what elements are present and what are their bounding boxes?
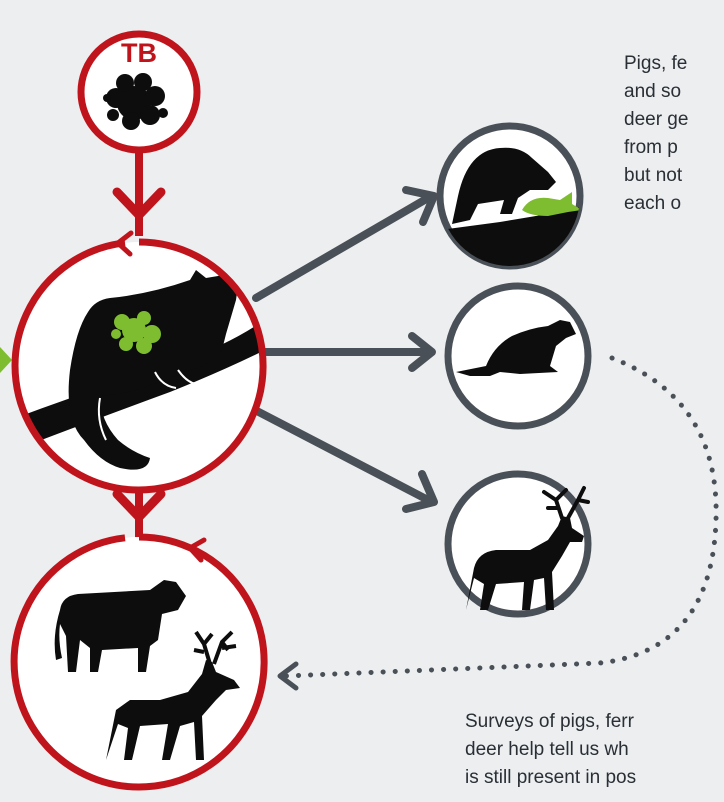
ferret-node xyxy=(448,286,588,426)
caption-line: each o xyxy=(624,190,688,218)
arrow-to-deer xyxy=(255,410,434,509)
possum-node xyxy=(10,233,275,490)
caption-line: Pigs, fe xyxy=(624,50,688,78)
livestock-node xyxy=(14,537,264,787)
caption-line: is still present in pos xyxy=(465,764,636,792)
arrow-tb-to-possum xyxy=(117,150,161,236)
incoming-arrow xyxy=(0,347,12,373)
caption-line: deer help tell us wh xyxy=(465,736,636,764)
caption-line: deer ge xyxy=(624,106,688,134)
caption-line: and so xyxy=(624,78,688,106)
arrow-to-ferret xyxy=(265,336,432,368)
caption-line: from p xyxy=(624,134,688,162)
tb-label: TB xyxy=(121,38,157,68)
arrow-to-pig xyxy=(256,190,434,298)
caption-line: but not xyxy=(624,162,688,190)
caption-surveys: Surveys of pigs, ferr deer help tell us … xyxy=(465,708,636,792)
pig-node xyxy=(440,126,584,270)
arrow-possum-to-livestock xyxy=(117,488,161,540)
caption-spillover: Pigs, fe and so deer ge from p but not e… xyxy=(624,50,688,218)
deer-node xyxy=(448,474,588,614)
tb-node: TB xyxy=(81,34,197,150)
caption-line: Surveys of pigs, ferr xyxy=(465,708,636,736)
